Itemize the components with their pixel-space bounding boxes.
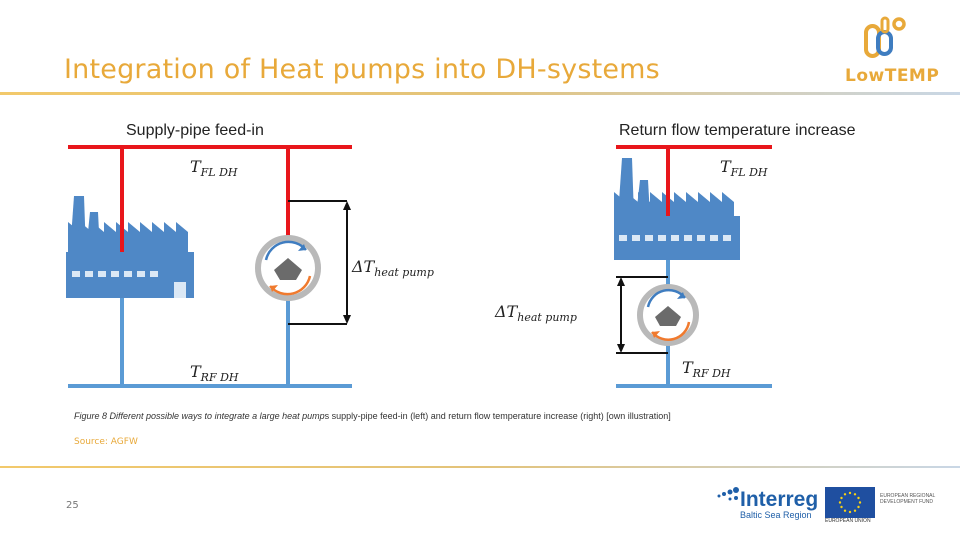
right-tfl-label: TFL DH	[720, 157, 768, 180]
header-divider	[0, 92, 960, 95]
heat-pump-icon	[255, 235, 321, 301]
interreg-logo-icon	[717, 487, 739, 501]
right-delta-label: ΔTheat pump	[495, 302, 577, 325]
eu-flag-icon	[825, 487, 875, 518]
right-diagram	[614, 145, 772, 388]
eu-fund-label: EUROPEAN REGIONAL DEVELOPMENT FUND	[880, 493, 936, 505]
lowtemp-logo-icon	[864, 16, 906, 58]
left-trf-label: TRF DH	[190, 362, 239, 385]
right-diagram-heading: Return flow temperature increase	[619, 122, 856, 139]
left-diagram	[66, 145, 352, 388]
eu-union-label: EUROPEAN UNION	[825, 518, 871, 524]
interreg-logo-text: Interreg	[740, 488, 819, 511]
figure-caption: Figure 8 Different possible ways to inte…	[74, 411, 671, 421]
page-number: 25	[66, 500, 79, 511]
right-trf-label: TRF DH	[682, 358, 731, 381]
left-tfl-label: TFL DH	[190, 157, 238, 180]
left-delta-label: ΔTheat pump	[352, 257, 434, 280]
slide-title: Integration of Heat pumps into DH-system…	[64, 54, 660, 85]
source-note: Source: AGFW	[74, 437, 138, 447]
footer-divider	[0, 466, 960, 468]
left-diagram-heading: Supply-pipe feed-in	[126, 122, 264, 139]
heat-pump-icon	[637, 284, 699, 346]
factory-icon	[66, 196, 194, 298]
interreg-subtitle: Baltic Sea Region	[740, 510, 812, 520]
lowtemp-logo-text: LowTEMP	[845, 66, 940, 86]
factory-icon	[614, 158, 740, 260]
